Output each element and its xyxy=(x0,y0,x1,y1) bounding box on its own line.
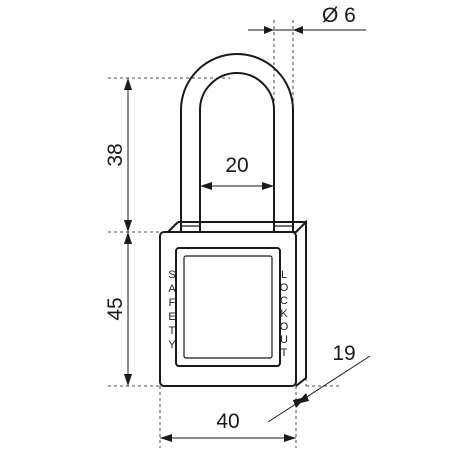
shackle-outer-outline xyxy=(180,53,294,232)
dim-line xyxy=(267,355,371,423)
arrow-head xyxy=(124,78,132,90)
dim-body-depth: 19 xyxy=(267,342,371,423)
lockout-letter: C xyxy=(280,295,288,307)
lockout-letter: O xyxy=(280,282,289,294)
arrow-head xyxy=(293,26,303,34)
arrow-head xyxy=(264,26,274,34)
dim-label-40: 40 xyxy=(216,410,239,433)
label-window-inner xyxy=(183,255,273,359)
dim-label-38: 38 xyxy=(104,143,127,166)
lockout-letter: K xyxy=(280,308,288,320)
body-front-face xyxy=(159,231,297,387)
shackle xyxy=(180,53,294,232)
arrow-head xyxy=(262,182,274,190)
shackle-inner-outline xyxy=(199,72,275,232)
dim-label-20: 20 xyxy=(225,154,248,177)
lockout-letter: T xyxy=(281,347,288,359)
body-top-depth-edge xyxy=(167,221,179,233)
dim-shackle-height: 38 xyxy=(104,78,132,232)
lockout-label: L O C K O U T xyxy=(280,269,289,359)
arrow-head xyxy=(293,397,306,408)
dim-label-45: 45 xyxy=(104,297,127,320)
dim-label-19: 19 xyxy=(332,342,355,365)
dim-label-diameter: Ø 6 xyxy=(322,4,356,27)
arrow-head xyxy=(200,182,212,190)
safety-letter: Y xyxy=(168,339,176,351)
safety-letter: A xyxy=(168,283,176,295)
safety-letter: S xyxy=(168,269,175,281)
dim-body-height: 45 xyxy=(104,232,132,386)
arrow-head xyxy=(124,220,132,232)
safety-letter: E xyxy=(168,311,175,323)
arrow-head xyxy=(124,374,132,386)
dim-body-width: 40 xyxy=(160,410,296,442)
safety-letter: T xyxy=(169,325,176,337)
safety-label: S A F E T Y xyxy=(168,269,176,351)
lockout-letter: L xyxy=(281,269,287,281)
dim-shackle-diameter: Ø 6 xyxy=(248,4,366,34)
safety-letter: F xyxy=(169,297,176,309)
arrow-head xyxy=(124,232,132,244)
arrow-head xyxy=(284,434,296,442)
lockout-letter: U xyxy=(280,334,288,346)
lockout-letter: O xyxy=(280,321,289,333)
label-window-outer xyxy=(175,247,281,367)
dim-shackle-inner-width: 20 xyxy=(200,154,274,190)
arrow-head xyxy=(160,434,172,442)
